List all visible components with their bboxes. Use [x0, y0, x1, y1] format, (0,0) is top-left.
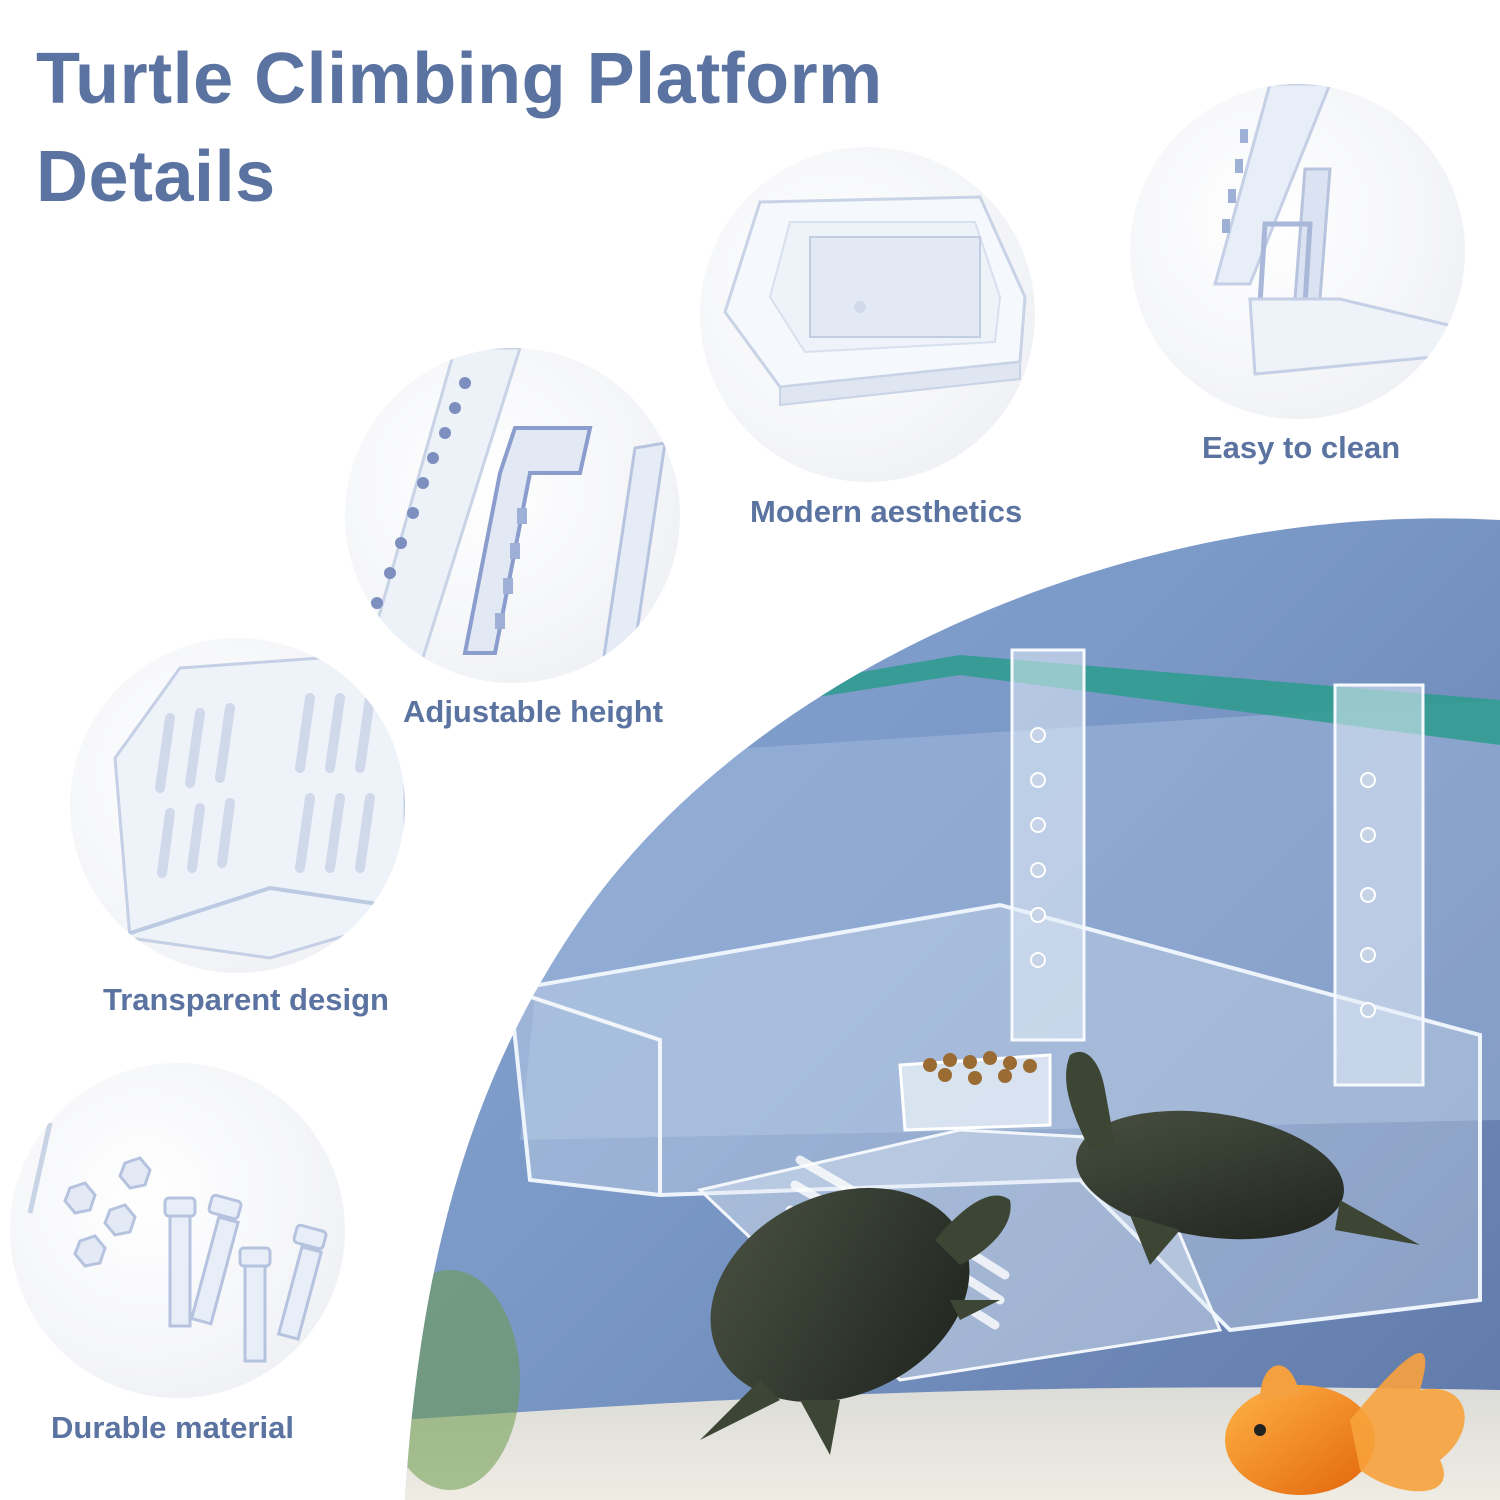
height-brackets [1010, 648, 1425, 1087]
ramp-steps-detail [70, 638, 405, 973]
title-line-1: Turtle Climbing Platform [36, 39, 883, 119]
feature-label-modern-aesthetics: Modern aesthetics [750, 494, 1023, 529]
feature-label-easy-to-clean: Easy to clean [1202, 430, 1401, 465]
hanging-clip-icon [1213, 84, 1465, 376]
feed-tray-detail [700, 147, 1035, 482]
goldfish [1225, 1352, 1465, 1495]
adjustable-bracket-icon [358, 348, 667, 683]
food-tray [898, 1053, 1052, 1132]
page-title: Turtle Climbing Platform Details [36, 30, 883, 226]
feed-tray-icon [723, 195, 1027, 407]
turtle-on-platform [1066, 1051, 1420, 1265]
ramp-steps-icon [113, 656, 405, 960]
title-line-2: Details [36, 137, 276, 217]
sand [405, 1387, 1500, 1500]
screws-and-nuts-detail [10, 1063, 345, 1398]
feature-label-durable-material: Durable material [51, 1410, 294, 1445]
turtle-on-ramp [700, 1187, 1011, 1455]
feature-label-adjustable-height: Adjustable height [403, 694, 664, 729]
adjustable-bracket-detail [345, 348, 680, 683]
feature-label-transparent-design: Transparent design [103, 982, 389, 1017]
screws-and-nuts-icon [27, 1122, 328, 1363]
hanging-clip-detail [1130, 84, 1465, 419]
tank-rim [700, 655, 1500, 745]
